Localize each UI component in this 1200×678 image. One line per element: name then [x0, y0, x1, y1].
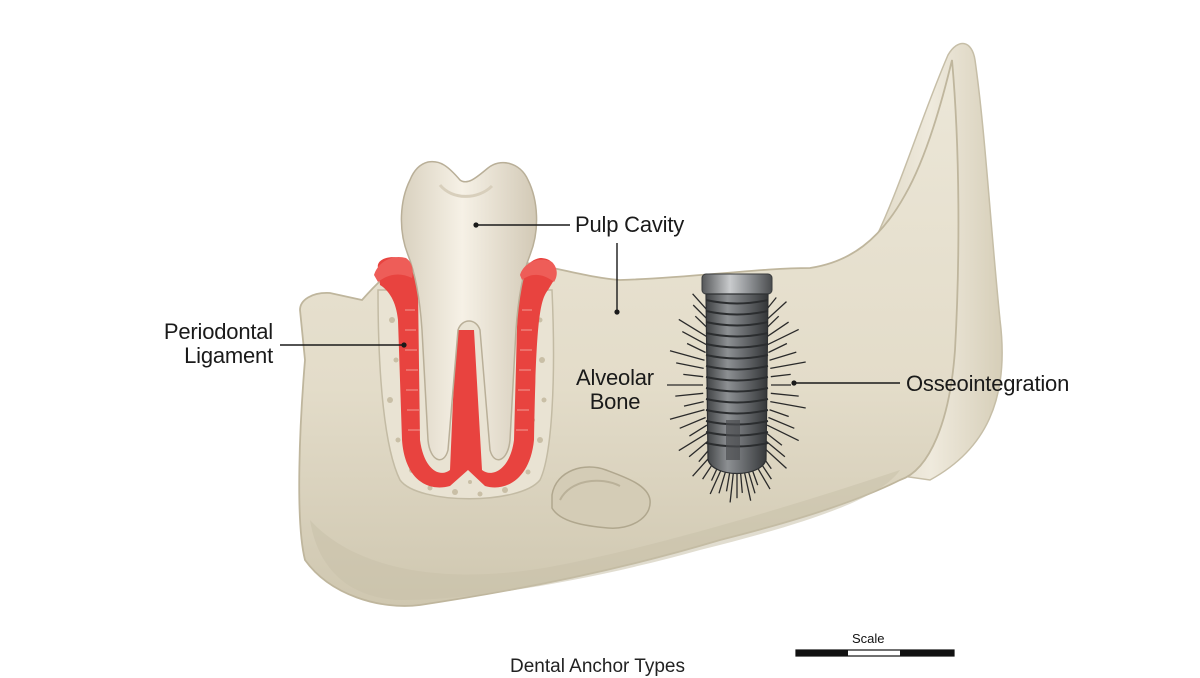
osseointegration-spike [762, 438, 786, 458]
osseointegration-spike [768, 342, 788, 354]
osseointegration-spike [770, 400, 806, 409]
label-periodontal-line2: Ligament [184, 343, 273, 368]
implant-thread [705, 409, 769, 415]
osseointegration-spike [679, 416, 706, 429]
label-periodontal-line1: Periodontal [163, 319, 273, 344]
osseointegration-spike [678, 431, 710, 452]
osseointegration-spike [688, 438, 712, 458]
osseointegration-spike [683, 400, 704, 407]
leader-lines [280, 224, 900, 384]
osseointegration-spike [770, 361, 806, 370]
osseointegration-spike [742, 468, 752, 501]
implant-thread [705, 387, 769, 393]
implant-thread [705, 310, 769, 316]
mandible-shadow [310, 470, 900, 600]
osseointegration-spike [769, 351, 797, 361]
osseointegration-spike [766, 424, 799, 442]
osseointegration-spike [675, 392, 704, 397]
gingiva-right [520, 259, 557, 282]
implant-thread [705, 398, 769, 404]
implant-thread [705, 321, 769, 327]
osseointegration-spike [764, 321, 789, 339]
osseointegration-spike [669, 409, 705, 420]
osseointegration-spike [676, 362, 704, 370]
ligament-fibers [405, 309, 532, 431]
osseointegration-spike [686, 342, 706, 354]
osseointegration-spike [770, 373, 791, 378]
footer-title: Dental Anchor Types [510, 656, 685, 677]
osseointegration-spike [681, 331, 708, 346]
osseointegration-spike [683, 373, 704, 378]
label-alveolar-bone: Alveolar Bone [565, 366, 665, 414]
implant-thread [705, 299, 769, 305]
label-periodontal-ligament: Periodontal Ligament [150, 320, 273, 368]
gingiva-left [374, 256, 413, 282]
implant-thread [705, 343, 769, 349]
molar-tooth-icon [400, 160, 538, 461]
osseointegration-spike [669, 350, 705, 361]
osseointegration-spike [769, 409, 789, 418]
label-osseointegration: Osseointegration [906, 371, 1070, 396]
label-alveolar-line1: Alveolar [576, 365, 654, 390]
mental-foramen [551, 466, 651, 529]
osseointegration-spike [689, 424, 708, 437]
osseointegration-spike [729, 469, 735, 503]
implant-thread [705, 365, 769, 371]
osseointegration-spike [768, 416, 795, 429]
implant-thread [705, 376, 769, 382]
label-pulp-cavity: Pulp Cavity [575, 212, 685, 237]
osseointegration-spike [678, 318, 710, 339]
osseointegration-spike [764, 431, 783, 446]
osseointegration-spike [770, 392, 799, 397]
scale-label: Scale [852, 631, 885, 646]
scale-bar [795, 649, 955, 657]
dental-implant-icon [701, 273, 773, 475]
osseointegration-spike [766, 328, 799, 346]
implant-thread [705, 332, 769, 338]
periodontal-ligament [377, 257, 556, 488]
implant-thread [705, 354, 769, 360]
leader-dots [401, 222, 797, 386]
label-alveolar-line2: Bone [589, 389, 641, 414]
